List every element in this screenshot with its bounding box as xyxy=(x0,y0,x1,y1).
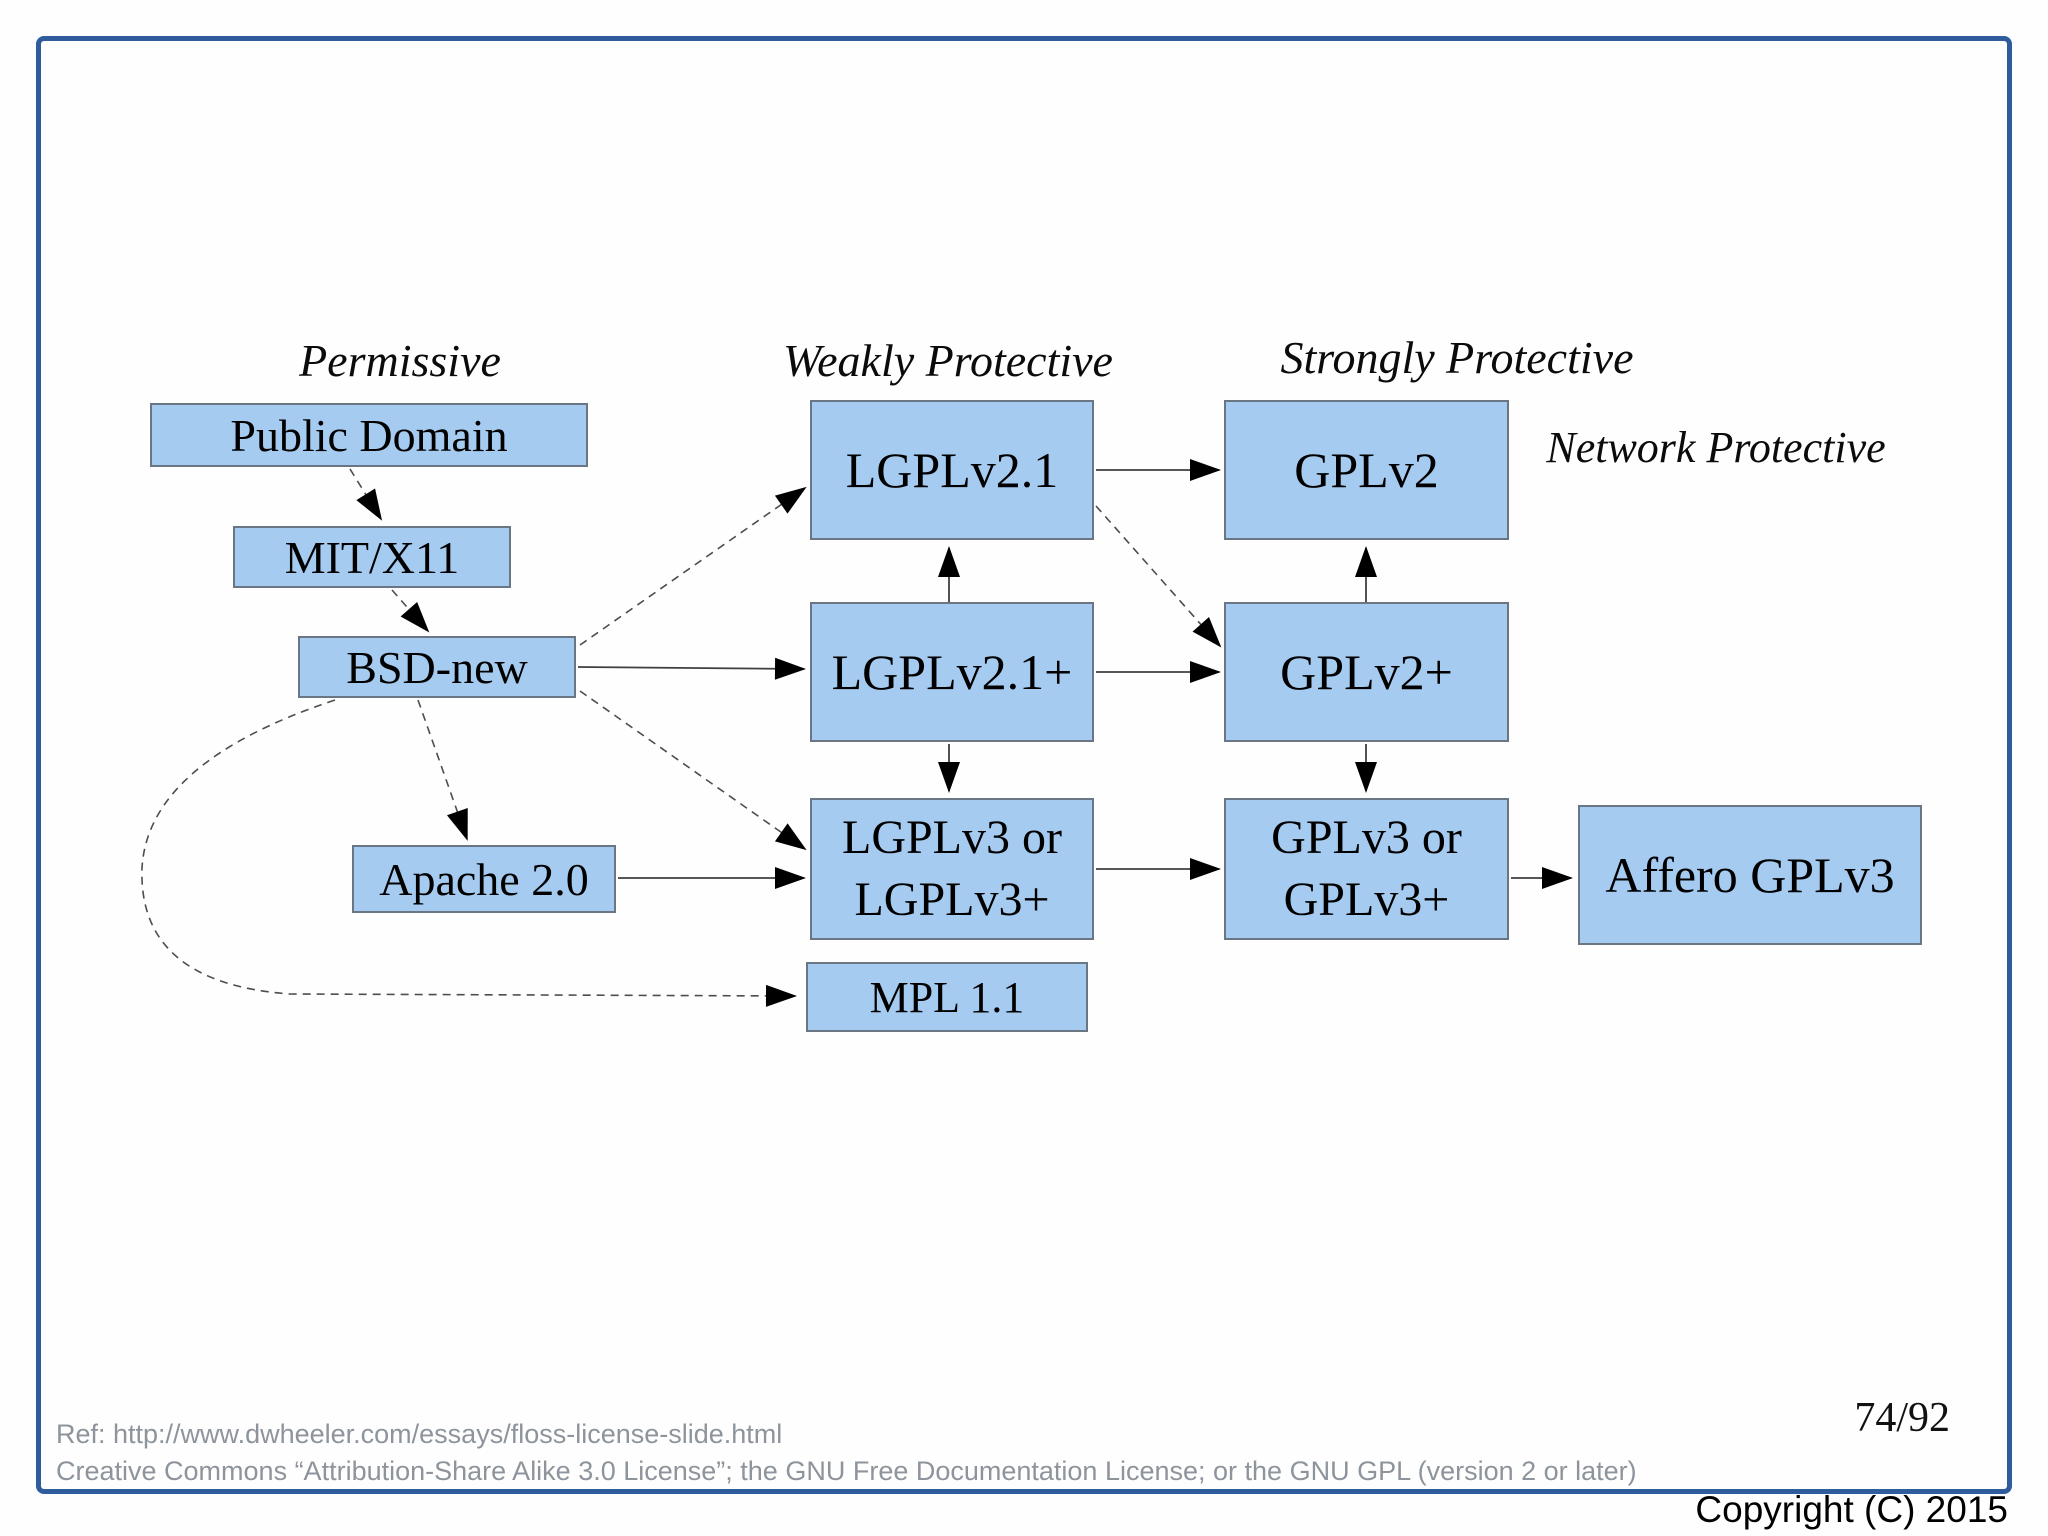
node-public-domain: Public Domain xyxy=(150,403,588,467)
node-mit-x11: MIT/X11 xyxy=(233,526,511,588)
header-network-line2: Protective xyxy=(1706,423,1886,472)
node-gplv3-label-line2: GPLv3+ xyxy=(1283,873,1450,926)
node-lgplv3-label-line2: LGPLv3+ xyxy=(854,873,1050,926)
node-bsd-new-label: BSD-new xyxy=(346,641,528,693)
node-mit-x11-label: MIT/X11 xyxy=(284,531,460,583)
node-gplv2-plus: GPLv2+ xyxy=(1224,602,1509,742)
node-apache-2-0: Apache 2.0 xyxy=(352,845,616,913)
node-lgplv2-1: LGPLv2.1 xyxy=(810,400,1094,540)
node-gplv2-label: GPLv2 xyxy=(1294,442,1439,498)
node-lgplv2-1-plus-label: LGPLv2.1+ xyxy=(831,644,1073,700)
node-apache-2-0-label: Apache 2.0 xyxy=(379,853,589,905)
node-gplv2: GPLv2 xyxy=(1224,400,1509,540)
header-network-protective: Network Protective xyxy=(1546,412,1885,483)
footer-reference: Ref: http://www.dwheeler.com/essays/flos… xyxy=(56,1419,783,1449)
node-lgplv2-1-plus: LGPLv2.1+ xyxy=(810,602,1094,742)
node-lgplv3-label-line1: LGPLv3 or xyxy=(842,811,1062,864)
header-strongly-protective: Strongly Protective xyxy=(1280,332,1634,383)
node-bsd-new: BSD-new xyxy=(298,636,576,698)
node-mpl-1-1: MPL 1.1 xyxy=(806,962,1088,1032)
node-affero-gplv3-label: Affero GPLv3 xyxy=(1605,847,1895,903)
header-network-line1: Network xyxy=(1546,423,1696,472)
node-lgplv2-1-label: LGPLv2.1 xyxy=(845,442,1059,498)
node-gplv2-plus-label: GPLv2+ xyxy=(1280,644,1453,700)
slide-frame xyxy=(36,36,2012,1494)
node-affero-gplv3: Affero GPLv3 xyxy=(1578,805,1922,945)
node-public-domain-label: Public Domain xyxy=(230,409,508,461)
copyright-notice: Copyright (C) 2015 xyxy=(1695,1489,2008,1530)
node-gplv3: GPLv3 or GPLv3+ xyxy=(1224,798,1509,940)
footer-license: Creative Commons “Attribution-Share Alik… xyxy=(56,1456,1637,1486)
node-mpl-1-1-label: MPL 1.1 xyxy=(869,972,1025,1022)
node-gplv3-label-line1: GPLv3 or xyxy=(1271,811,1462,864)
header-weakly-protective: Weakly Protective xyxy=(783,335,1113,386)
node-lgplv3: LGPLv3 or LGPLv3+ xyxy=(810,798,1094,940)
header-permissive: Permissive xyxy=(299,335,501,386)
page-number: 74/92 xyxy=(1854,1395,1950,1441)
